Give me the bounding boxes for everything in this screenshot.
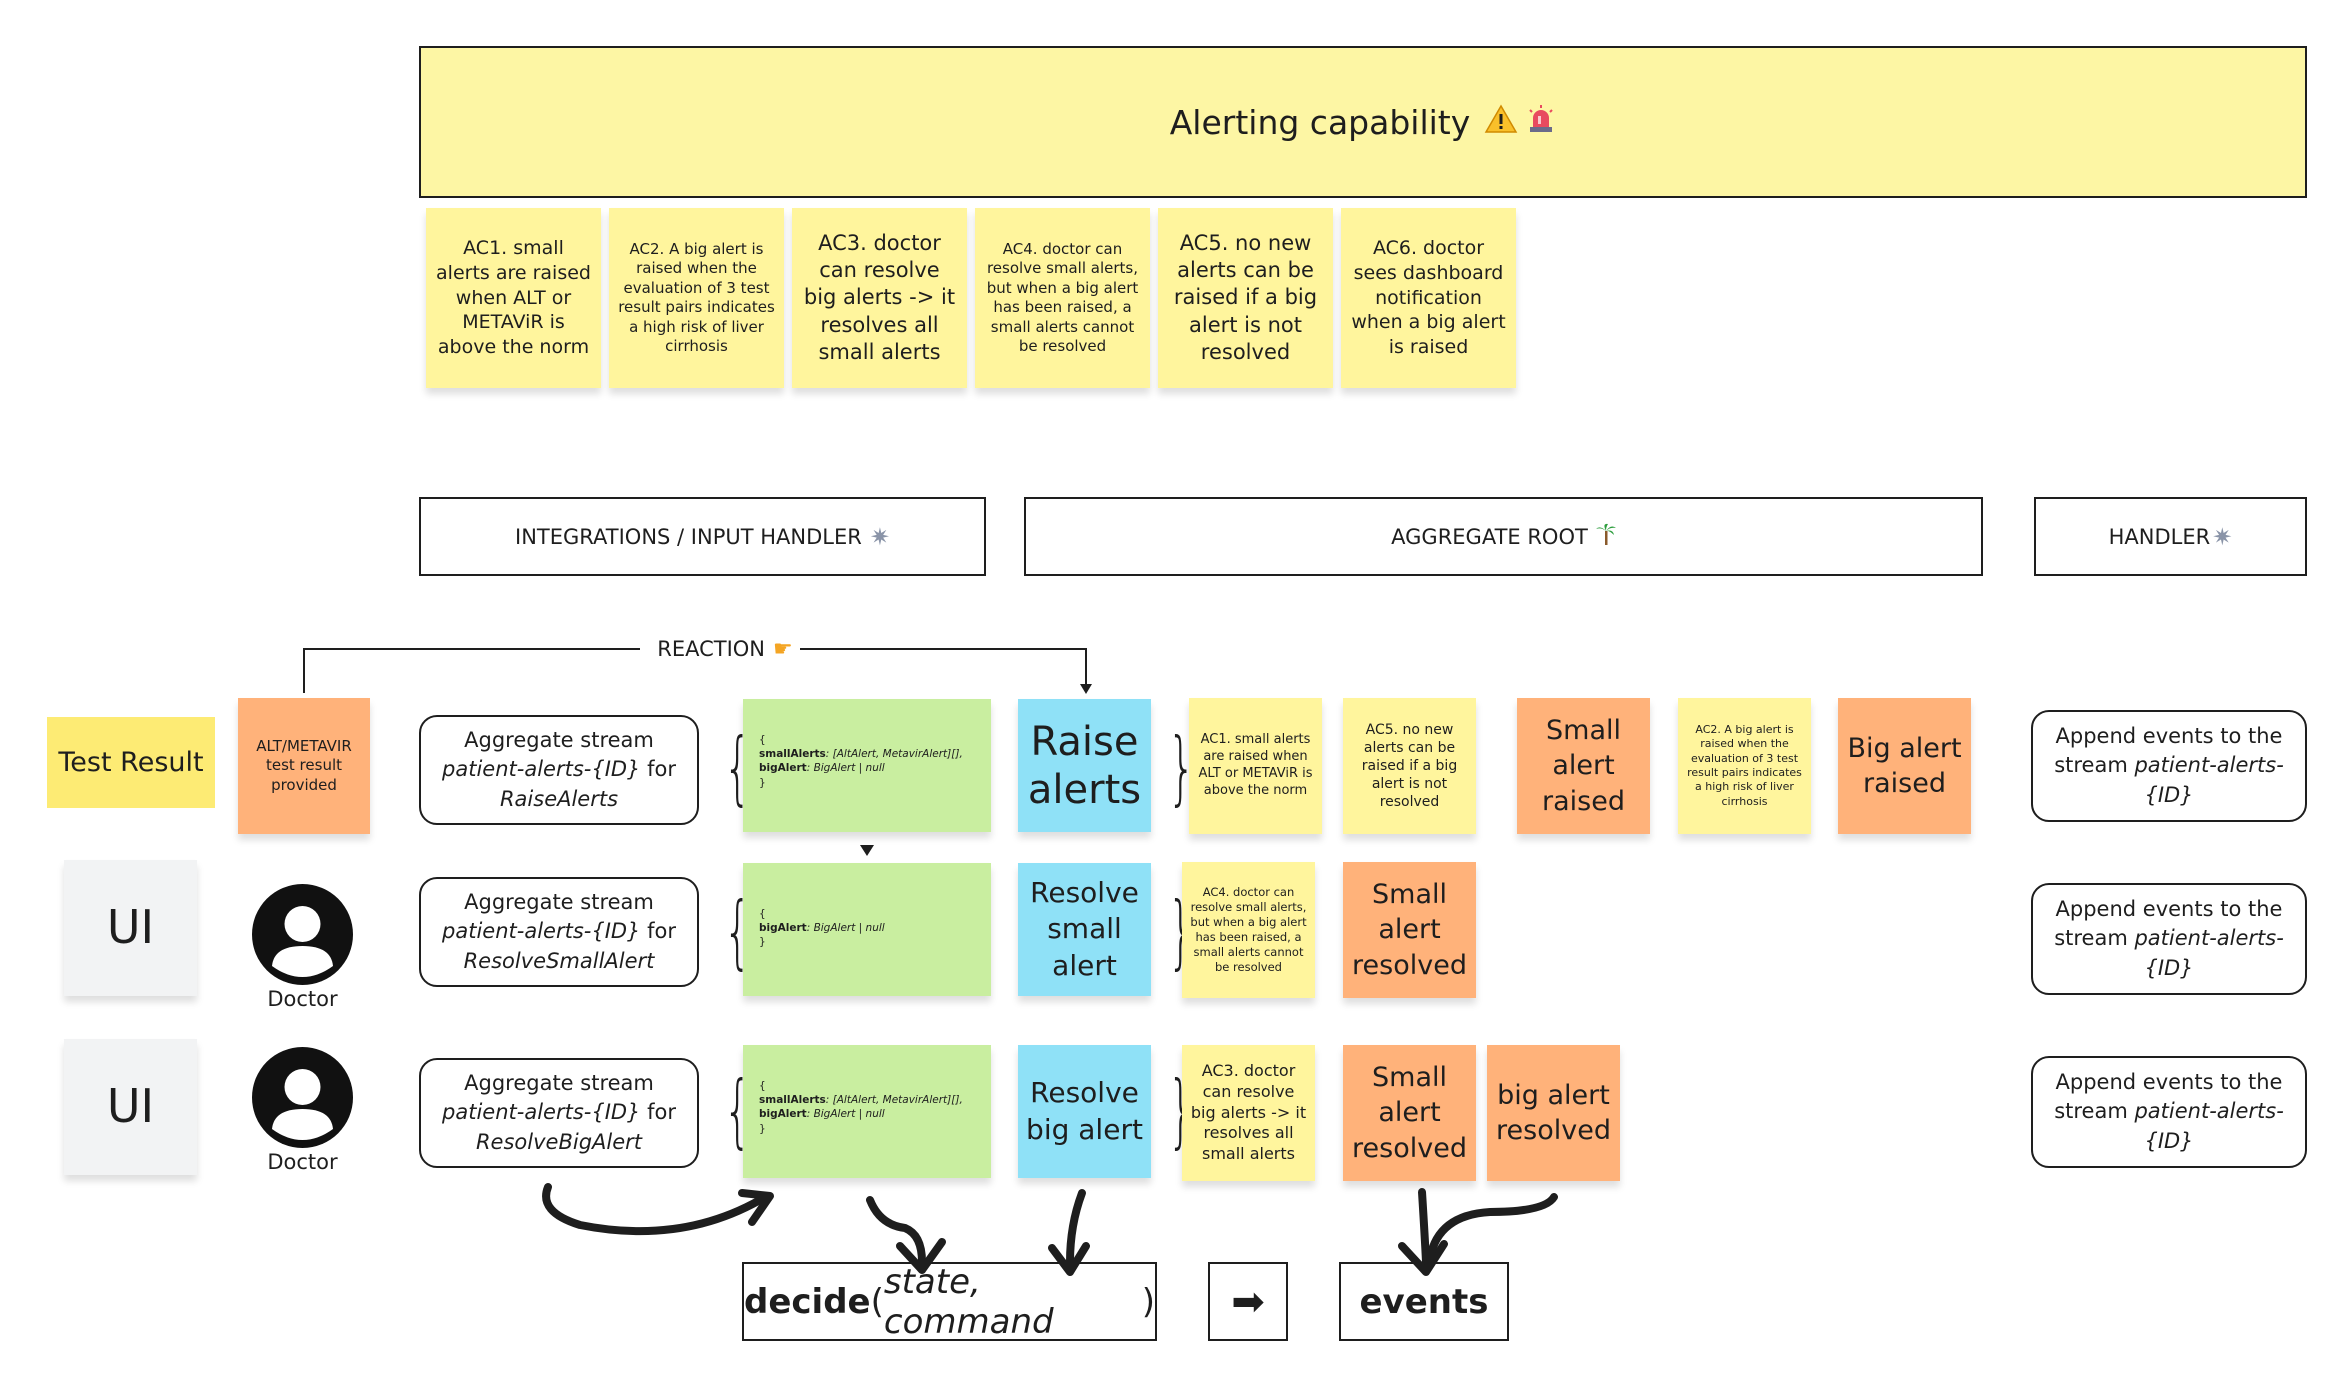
capability-title: Alerting capability <box>1169 102 1471 142</box>
ui-note: UI <box>64 860 197 996</box>
right-arrow-icon: ➡ <box>1231 1278 1265 1325</box>
event-note: Small alert raised <box>1517 698 1650 834</box>
actor-note: ALT/METAVIR test result provided <box>238 698 370 834</box>
palm-tree-icon <box>1595 523 1616 550</box>
handler-box: Append events to the stream patient-aler… <box>2031 883 2307 995</box>
actor-label: Doctor <box>267 987 338 1011</box>
section-aggregate-root: AGGREGATE ROOT <box>1024 497 1983 576</box>
actor-label: Doctor <box>267 1150 338 1174</box>
handler-box: Append events to the stream patient-aler… <box>2031 710 2307 822</box>
decide-function: decide <box>744 1281 871 1322</box>
ac-note: AC3. doctor can resolve big alerts -> it… <box>792 208 967 388</box>
section-handler: HANDLER ✷ <box>2034 497 2307 576</box>
doctor-avatar <box>252 884 353 985</box>
events-label: events <box>1359 1281 1489 1322</box>
command-note: Raise alerts <box>1018 699 1151 832</box>
decide-box: decide(state, command) <box>742 1261 1157 1342</box>
decide-args: state, command <box>883 1261 1054 1342</box>
events-box: events <box>1339 1262 1509 1341</box>
ac-note: AC6. doctor sees dashboard notification … <box>1341 208 1516 388</box>
event-note: Small alert resolved <box>1343 862 1476 998</box>
doctor-avatar <box>252 1047 353 1148</box>
policy-note: AC2. A big alert is raised when the eval… <box>1678 698 1811 834</box>
section-integrations: INTEGRATIONS / INPUT HANDLER ✷ <box>419 497 986 576</box>
aggregate-stream-box: Aggregate stream patient-alerts-{ID} for… <box>419 1058 699 1168</box>
pointing-hand-icon: ☛ <box>773 636 793 662</box>
state-note: {smallAlerts: [AltAlert, MetavirAlert][]… <box>743 699 991 832</box>
policy-note: AC3. doctor can resolve big alerts -> it… <box>1182 1045 1315 1181</box>
policy-note: AC4. doctor can resolve small alerts, bu… <box>1182 862 1315 998</box>
ac-note: AC1. small alerts are raised when ALT or… <box>426 208 601 388</box>
aggregate-stream-box: Aggregate stream patient-alerts-{ID} for… <box>419 877 699 987</box>
aggregate-stream-box: Aggregate stream patient-alerts-{ID} for… <box>419 715 699 825</box>
command-note: Resolve big alert <box>1018 1045 1151 1178</box>
gear-icon: ✷ <box>869 522 890 551</box>
gear-icon: ✷ <box>2212 522 2233 551</box>
ac-note: AC5. no new alerts can be raised if a bi… <box>1158 208 1333 388</box>
test-result-note: Test Result <box>47 717 215 808</box>
capability-title-frame: Alerting capability <box>419 46 2307 198</box>
arrow-box: ➡ <box>1208 1262 1288 1341</box>
reaction-label: REACTION ☛ <box>650 634 800 664</box>
command-note: Resolve small alert <box>1018 863 1151 996</box>
ac-note: AC4. doctor can resolve small alerts, bu… <box>975 208 1150 388</box>
state-note: {bigAlert: BigAlert | null} <box>743 863 991 996</box>
policy-note: AC5. no new alerts can be raised if a bi… <box>1343 698 1476 834</box>
event-note: Small alert resolved <box>1343 1045 1476 1181</box>
event-note: big alert resolved <box>1487 1045 1620 1181</box>
state-note: {smallAlerts: [AltAlert, MetavirAlert][]… <box>743 1045 991 1178</box>
handler-box: Append events to the stream patient-aler… <box>2031 1056 2307 1168</box>
event-note: Big alert raised <box>1838 698 1971 834</box>
ui-note: UI <box>64 1039 197 1175</box>
siren-icon <box>1526 103 1556 142</box>
policy-note: AC1. small alerts are raised when ALT or… <box>1189 698 1322 834</box>
ac-note: AC2. A big alert is raised when the eval… <box>609 208 784 388</box>
warning-icon <box>1484 103 1518 142</box>
